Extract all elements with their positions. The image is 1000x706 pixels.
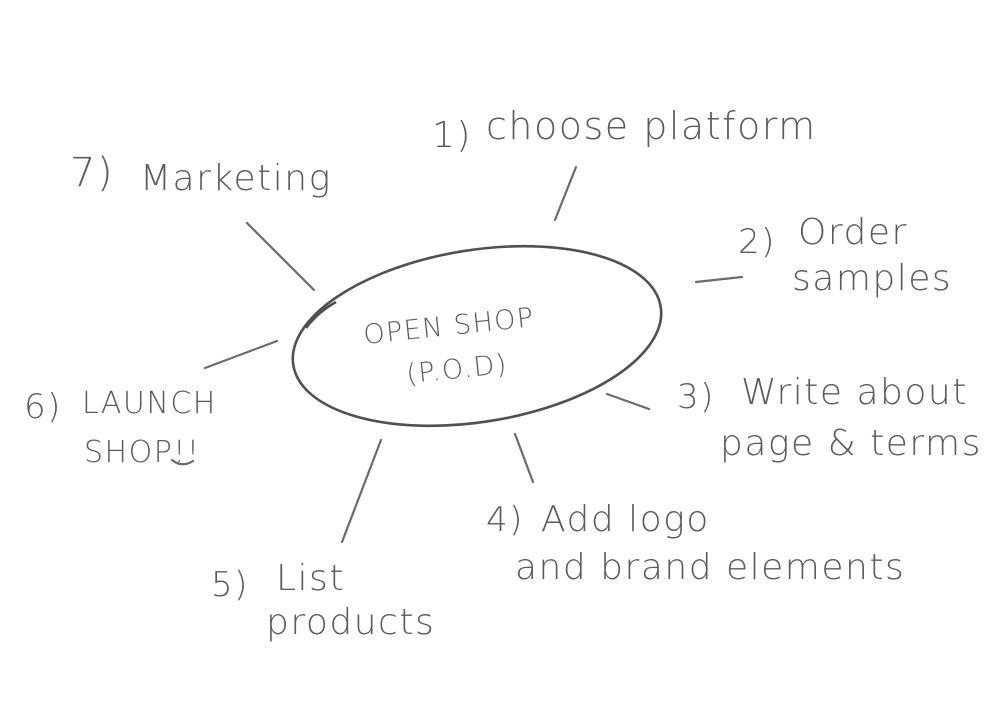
step-7-label-line-1: Marketing: [140, 158, 332, 199]
step-2-label-line-2: samples: [792, 258, 952, 299]
step-5-label-line-2: products: [266, 602, 435, 643]
center-node: OPEN SHOP (P.O.D): [291, 244, 663, 428]
center-oval-overlap: [304, 300, 337, 329]
step-1-node: 1) choose platform: [432, 104, 817, 156]
step-1-label-line-1: choose platform: [486, 104, 817, 148]
step-1-number: 1): [432, 115, 472, 156]
connector-step-3: [605, 392, 651, 411]
step-4-label-line-2: and brand elements: [515, 547, 905, 588]
connector-step-1: [553, 165, 578, 222]
step-2-node: 2) Order samples: [738, 212, 952, 299]
step-6-node: 6) LAUNCH SHOP!!: [24, 386, 217, 470]
connector-step-7: [245, 221, 316, 292]
step-5-number: 5): [211, 565, 249, 605]
connector-step-2: [694, 275, 744, 284]
center-oval: [291, 244, 663, 428]
center-subtitle: (P.O.D): [405, 349, 509, 390]
step-3-label-line-2: page & terms: [720, 423, 982, 464]
step-3-label-line-1: Write about: [741, 372, 968, 413]
connector-step-6: [203, 339, 279, 370]
connector-step-5: [340, 438, 383, 544]
step-7-number: 7): [70, 150, 114, 196]
step-5-label-line-1: List: [276, 558, 345, 599]
smiley-mouth-icon: [170, 458, 195, 466]
step-3-number: 3): [677, 377, 715, 417]
connectors: [203, 165, 744, 544]
step-6-number: 6): [24, 387, 62, 427]
step-2-label-line-1: Order: [798, 212, 908, 253]
step-7-node: 7) Marketing: [70, 150, 332, 199]
center-title: OPEN SHOP: [362, 302, 536, 351]
step-6-label-line-1: LAUNCH: [82, 386, 217, 421]
step-4-number: 4): [486, 500, 524, 540]
step-3-node: 3) Write about page & terms: [677, 372, 982, 464]
step-4-node: 4) Add logo and brand elements: [486, 499, 905, 588]
step-4-label-line-1: Add logo: [541, 499, 710, 540]
step-5-node: 5) List products: [211, 558, 435, 643]
step-2-number: 2): [738, 222, 776, 262]
connector-step-4: [513, 432, 535, 484]
